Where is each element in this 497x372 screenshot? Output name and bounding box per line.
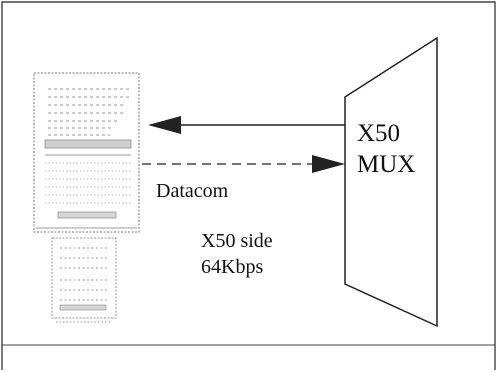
receive-arrow — [148, 116, 345, 134]
datacom-label: Datacom — [156, 181, 228, 201]
mux-shape — [345, 38, 437, 326]
side-label-line1: X50 side — [201, 231, 273, 251]
terminal-device-icon — [34, 73, 139, 322]
mux-label-line2: MUX — [357, 152, 415, 177]
transmit-arrow — [142, 155, 345, 173]
mux-label-line1: X50 — [357, 121, 400, 146]
side-label-line2: 64Kbps — [201, 257, 263, 277]
